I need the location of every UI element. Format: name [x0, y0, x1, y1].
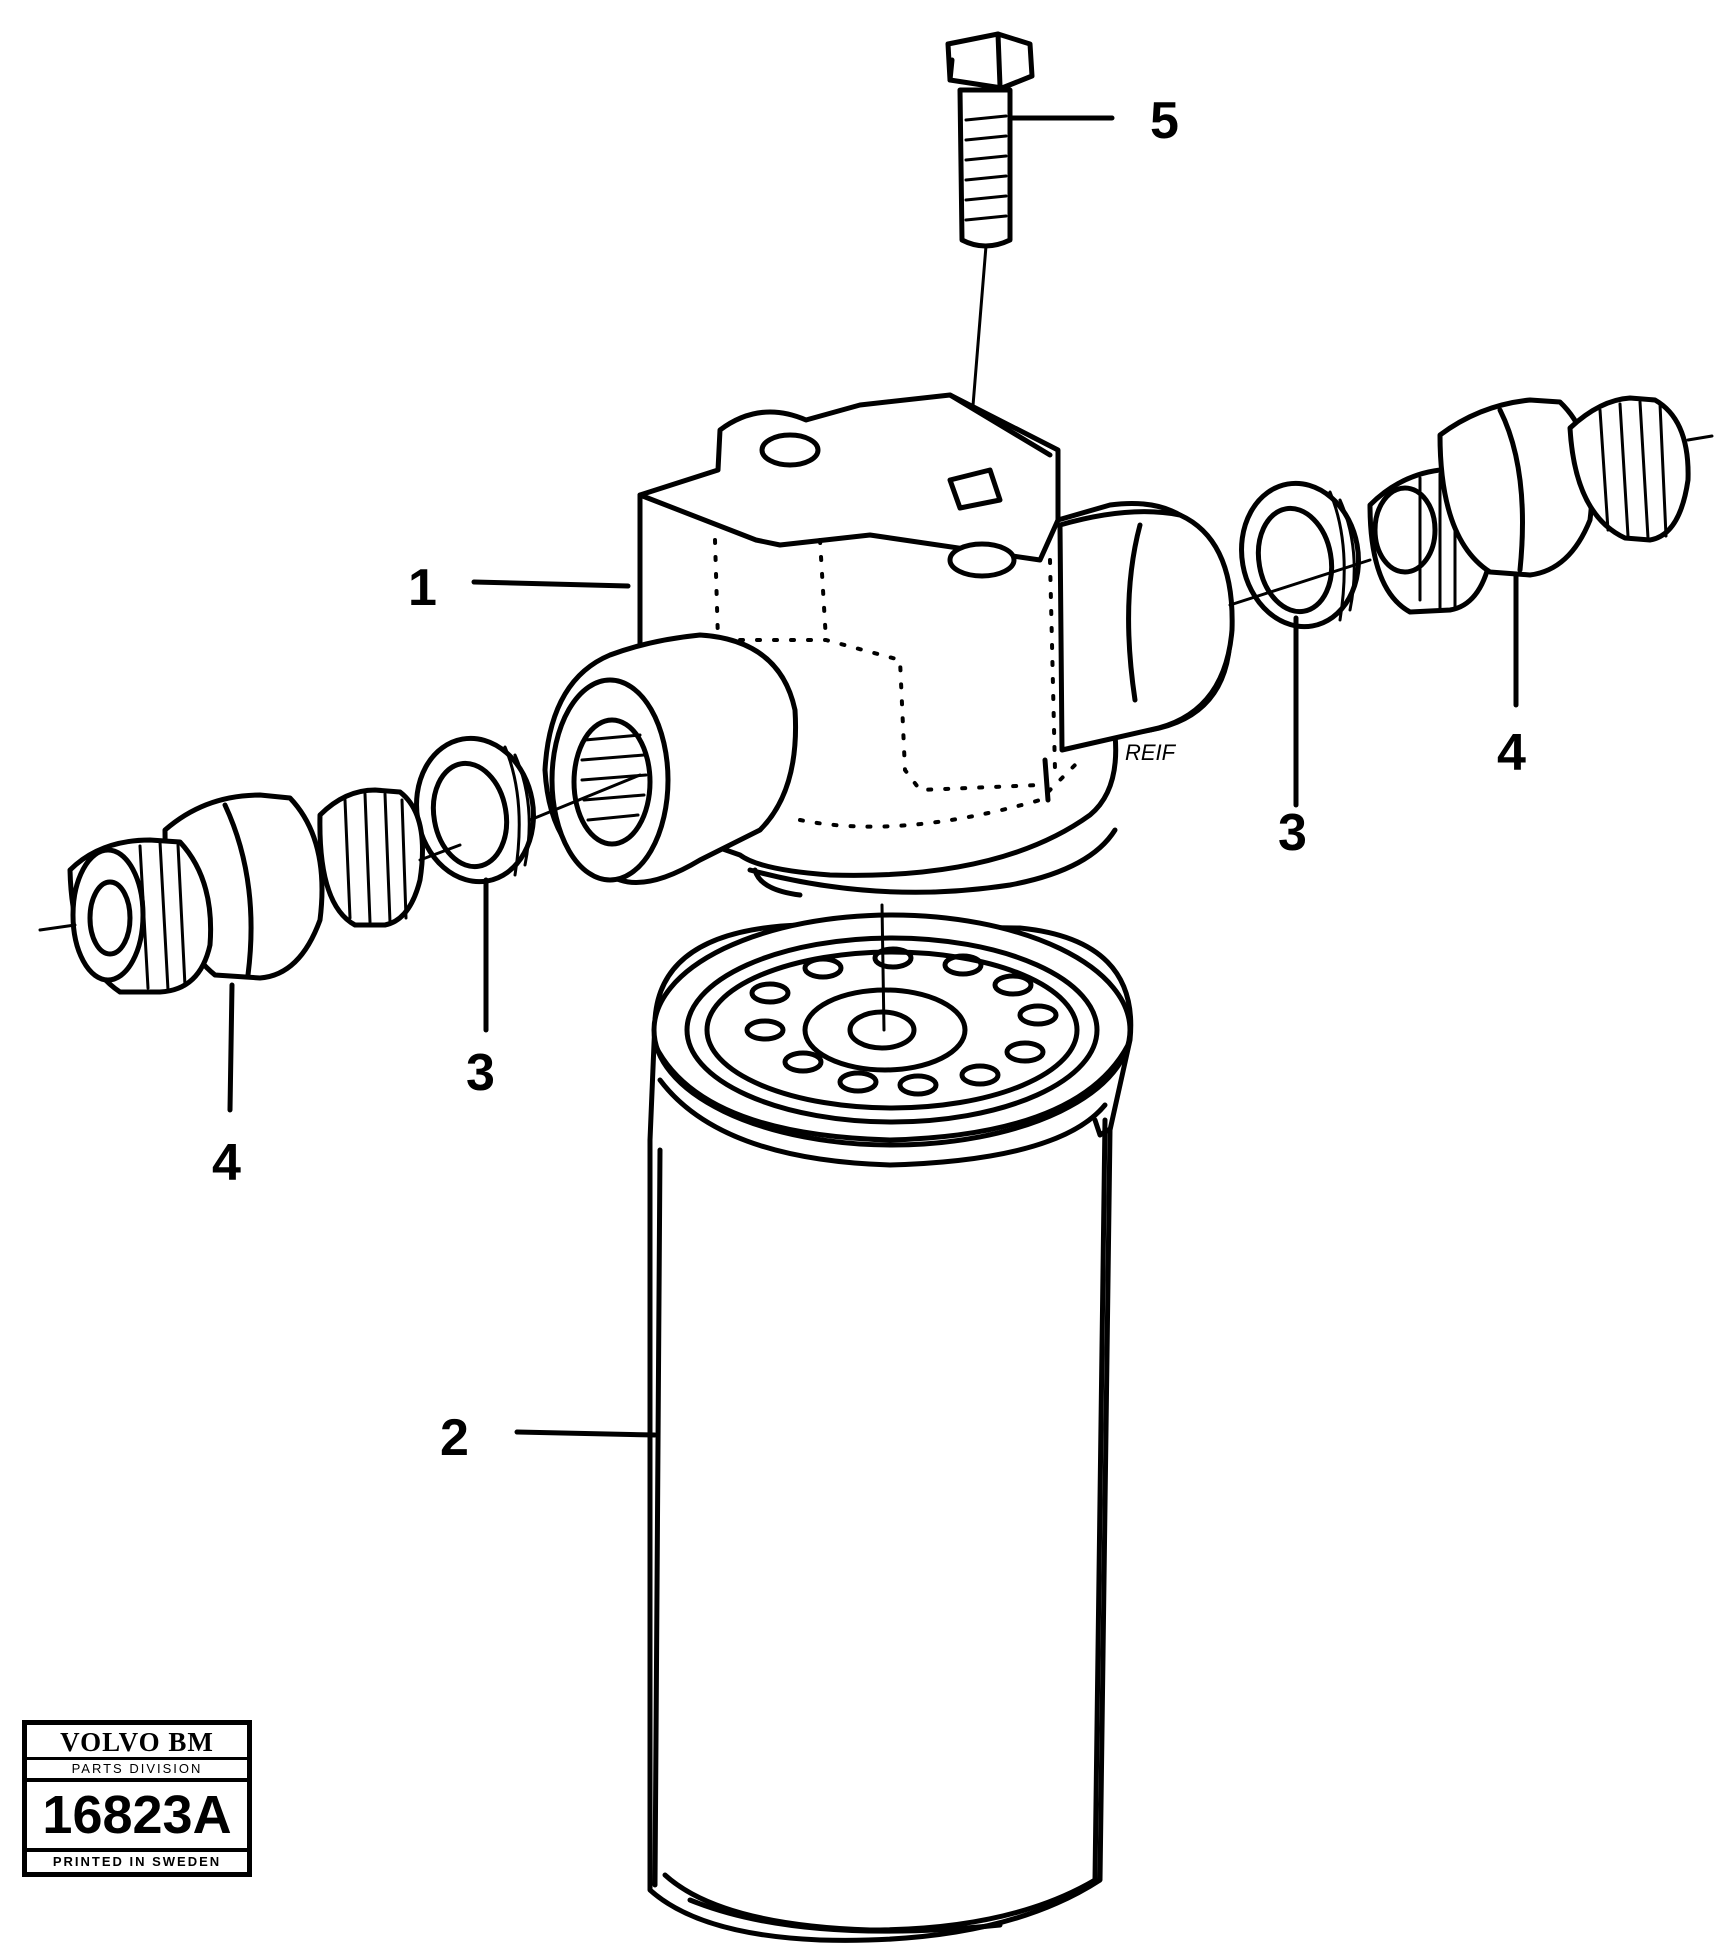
callout-housing: 1 [408, 559, 437, 617]
stamp-division: PARTS DIVISION [27, 1760, 247, 1782]
nipple-left-part [38, 787, 462, 995]
callout-bolt: 5 [1150, 92, 1179, 150]
callout-nipple-left: 4 [212, 1134, 241, 1192]
leader-lines [227, 115, 1519, 1438]
seal-left-part [414, 735, 642, 885]
callout-nipple-right: 4 [1497, 724, 1526, 782]
callout-seal-right: 3 [1278, 804, 1307, 862]
stamp-drawing-number: 16823A [27, 1782, 247, 1852]
seal-right-part [1239, 480, 1361, 630]
filter-cartridge-part [647, 903, 1134, 1943]
draftsman-signature: REIF [1125, 740, 1177, 765]
volvo-bm-stamp: VOLVO BM PARTS DIVISION 16823A PRINTED I… [22, 1720, 252, 1877]
stamp-printed: PRINTED IN SWEDEN [52, 1854, 222, 1869]
callout-seal-left: 3 [466, 1044, 495, 1102]
callout-filter: 2 [440, 1409, 469, 1467]
stamp-brand: VOLVO BM [27, 1725, 247, 1760]
nipple-right-part [1228, 395, 1714, 615]
filter-housing-part [542, 392, 1235, 898]
